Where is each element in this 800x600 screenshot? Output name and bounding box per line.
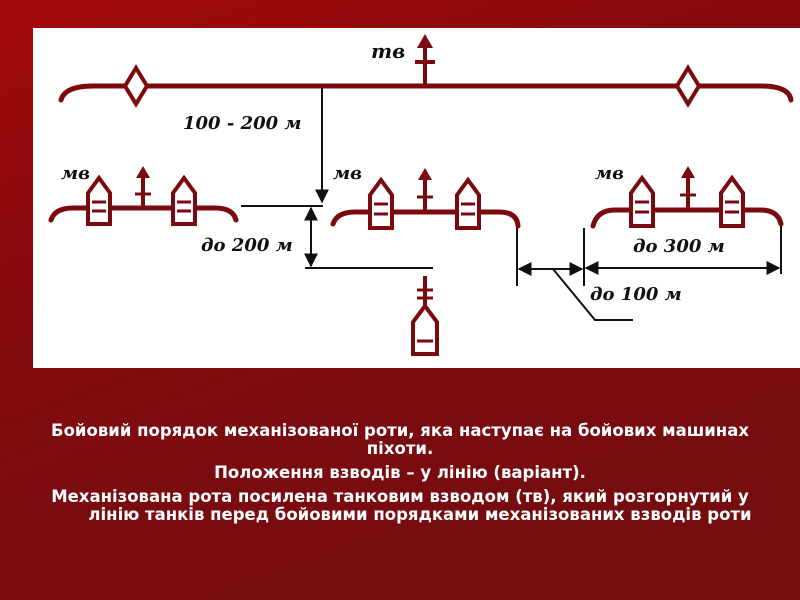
battle-order-diagram: тв 100 - 200 м мв — [48, 34, 794, 356]
caption-line-2: Положення взводів – у лінію (варіант). — [214, 463, 586, 482]
platoon-left — [48, 166, 239, 226]
tank-icon-right — [674, 64, 702, 108]
platoon-right-label: мв — [595, 163, 624, 184]
distance-label-ahead: до 200 м — [201, 235, 293, 256]
tank-commander-icon — [415, 34, 435, 86]
caption-line-1: Бойовий порядок механізованої роти, яка … — [51, 421, 749, 458]
tank-icon-left — [122, 64, 150, 108]
company-vehicle — [411, 276, 439, 356]
platoon-left-label: мв — [61, 163, 90, 184]
platoon-right — [590, 166, 784, 229]
dimension-gap — [516, 228, 633, 321]
platoon-center — [330, 168, 521, 230]
diagram-panel: тв 100 - 200 м мв — [33, 28, 800, 368]
platoon-center-label: мв — [333, 163, 362, 184]
distance-label-front: до 300 м — [633, 236, 725, 257]
distance-label-gap: до 100 м — [590, 284, 682, 305]
distance-label-tank: 100 - 200 м — [183, 113, 302, 134]
dimension-front — [584, 226, 782, 275]
caption-line-3: Механізована рота посилена танковим взво… — [51, 487, 752, 524]
caption: Бойовий порядок механізованої роти, яка … — [40, 422, 760, 530]
tank-platoon-label: тв — [371, 39, 405, 63]
dimension-ahead — [241, 205, 433, 269]
